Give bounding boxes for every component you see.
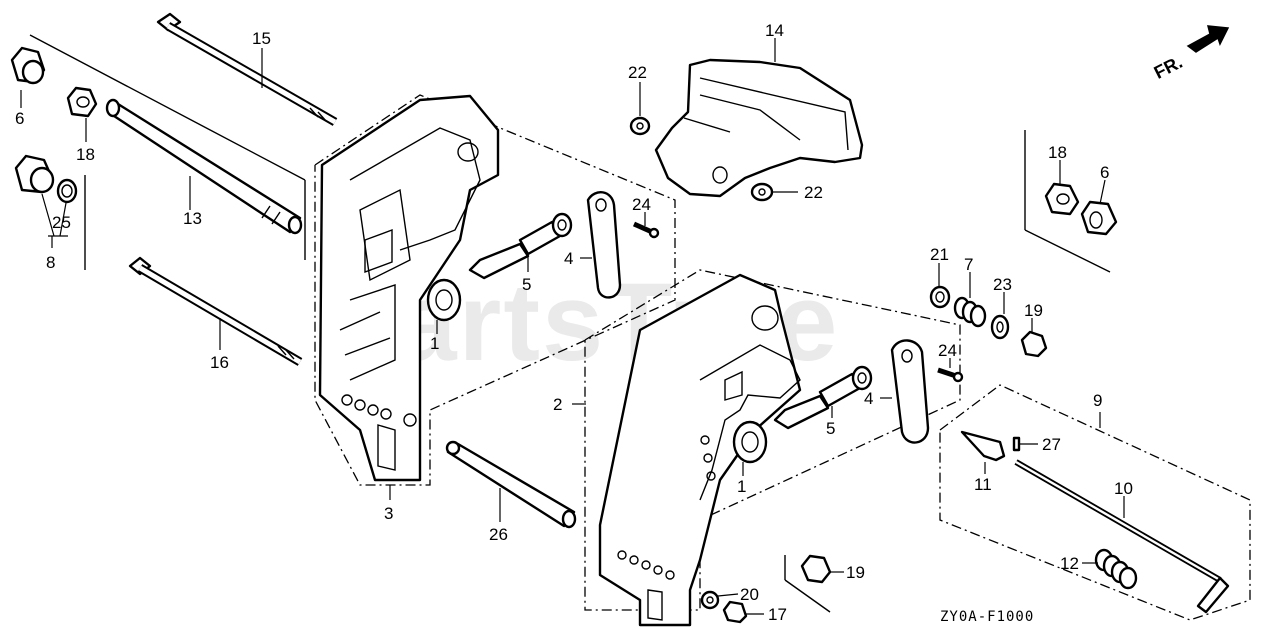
washer-20	[700, 590, 720, 610]
callout-19-bottom: 19	[846, 563, 865, 582]
diagram-code: ZY0A-F1000	[940, 609, 1034, 625]
lever-11	[960, 430, 1006, 462]
pin-26	[445, 440, 577, 529]
screw-24-top	[632, 221, 660, 239]
nut-19-right	[1020, 330, 1048, 358]
nut-6-right	[1080, 200, 1118, 236]
pin-27	[1012, 436, 1021, 452]
callout-1-left: 1	[430, 334, 439, 353]
screw-24-right	[937, 367, 964, 383]
bolt-15	[156, 12, 338, 126]
nut-17	[722, 600, 748, 624]
callout-16: 16	[210, 353, 229, 372]
front-direction-arrow-icon	[1186, 25, 1230, 53]
callout-5-left: 5	[522, 275, 531, 294]
handle-4-right	[890, 339, 930, 444]
washer-21	[929, 285, 951, 309]
nut-6-top	[10, 46, 46, 85]
clamp-screw-1-right	[732, 420, 768, 464]
callout-25: 25	[52, 213, 71, 232]
callout-19-right: 19	[1024, 301, 1043, 320]
tilt-bracket-14	[654, 58, 864, 198]
frame-line-19b-d	[784, 579, 831, 613]
callout-4-right: 4	[864, 389, 873, 408]
shaft-13	[105, 98, 303, 235]
frame-line-right-d	[1024, 229, 1111, 273]
callout-4-left: 4	[564, 249, 573, 268]
callout-9: 9	[1093, 391, 1102, 410]
spring-12	[1094, 548, 1138, 590]
washer-22-top	[629, 116, 651, 136]
rod-10	[1014, 459, 1230, 614]
callout-11: 11	[974, 475, 992, 494]
washer-23	[990, 314, 1010, 340]
callout-23: 23	[993, 275, 1012, 294]
front-direction-label: FR.	[1151, 52, 1186, 83]
nut-18-right	[1044, 182, 1080, 216]
callout-27: 27	[1042, 435, 1061, 454]
callout-24-top: 24	[632, 195, 651, 214]
handle-4-left	[586, 191, 622, 299]
callout-22-right: 22	[804, 183, 823, 202]
callout-18-right: 18	[1048, 143, 1067, 162]
washer-22-right	[750, 182, 774, 202]
leader-lines	[20, 38, 1125, 615]
callout-10: 10	[1114, 479, 1133, 498]
callout-14: 14	[765, 21, 784, 40]
callout-5-right: 5	[826, 419, 835, 438]
callout-18-left: 18	[76, 145, 95, 164]
callout-13: 13	[183, 209, 202, 228]
callout-3: 3	[384, 504, 393, 523]
callout-15: 15	[252, 29, 271, 48]
callout-22-top: 22	[628, 63, 647, 82]
nut-19-bottom	[800, 554, 832, 584]
callout-21: 21	[930, 245, 949, 264]
clamp-screw-1-left	[426, 278, 462, 322]
thumb-screw-5-right	[773, 365, 873, 430]
washer-25	[56, 178, 78, 204]
callout-6-left: 6	[15, 109, 24, 128]
stern-bracket-3	[318, 94, 500, 482]
callout-17: 17	[768, 605, 787, 624]
callout-26: 26	[489, 525, 508, 544]
group-outline-right-bracket	[584, 269, 961, 611]
nut-18-left	[66, 86, 98, 118]
bolt-16	[128, 256, 303, 366]
thumb-screw-5-left	[468, 212, 573, 280]
callout-8: 8	[46, 253, 55, 272]
group-outline-shift-rod	[939, 384, 1251, 621]
callout-6-right: 6	[1100, 163, 1109, 182]
stern-bracket-2	[598, 273, 802, 627]
callout-12: 12	[1060, 554, 1079, 573]
callout-20: 20	[740, 585, 759, 604]
callout-7: 7	[964, 255, 973, 274]
frame-line-top	[29, 34, 306, 181]
callout-1-right: 1	[737, 477, 746, 496]
spring-7	[953, 296, 987, 328]
callout-2: 2	[553, 395, 562, 414]
nut-8	[14, 154, 55, 194]
callout-24-right: 24	[938, 341, 957, 360]
